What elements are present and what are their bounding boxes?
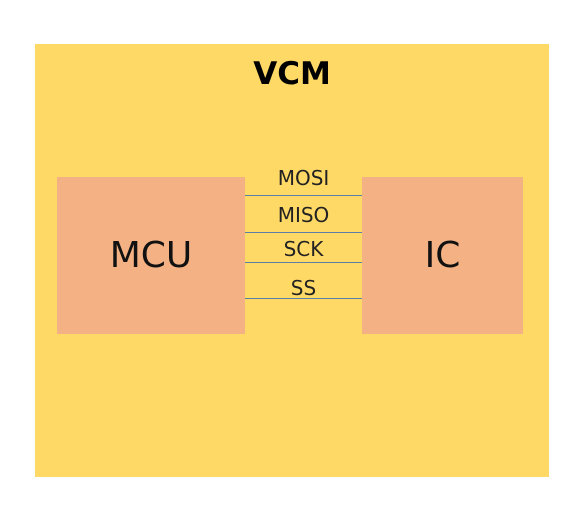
- ic-label: IC: [424, 235, 461, 276]
- signal-line-ss: [245, 298, 362, 299]
- signal-line-miso: [245, 232, 362, 233]
- signal-label-miso: MISO: [277, 203, 330, 227]
- signal-label-mosi: MOSI: [277, 166, 330, 190]
- signal-label-ss: SS: [290, 276, 317, 300]
- signal-label-sck: SCK: [283, 237, 324, 261]
- mcu-block: MCU: [57, 177, 245, 334]
- ic-block: IC: [362, 177, 523, 334]
- vcm-title: VCM: [253, 56, 331, 92]
- signal-line-sck: [245, 262, 362, 263]
- signal-line-mosi: [245, 195, 362, 196]
- mcu-label: MCU: [109, 235, 193, 276]
